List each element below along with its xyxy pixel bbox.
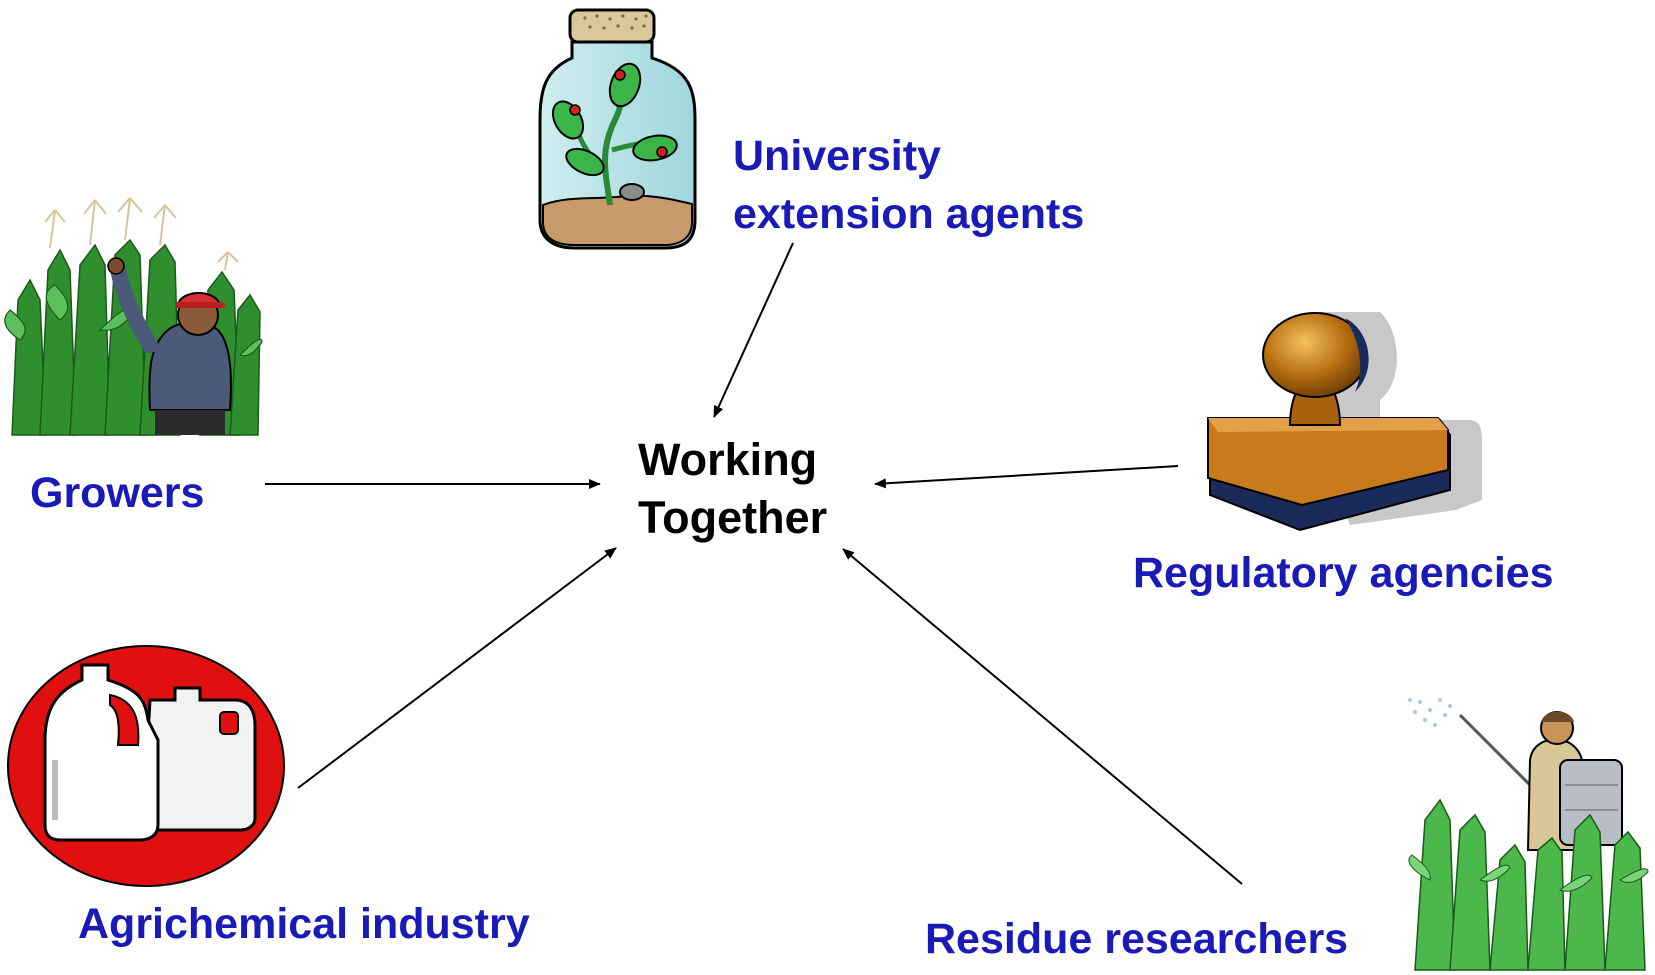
growers-label: Growers <box>30 469 204 517</box>
center-label: Working Together <box>638 434 830 543</box>
rubber-stamp-icon <box>1207 312 1482 532</box>
arrow-residue-to-center <box>842 548 1243 885</box>
sprayer-worker-icon <box>1408 698 1649 971</box>
arrow-university-to-center <box>713 242 794 418</box>
center-label-line2: Together <box>638 492 827 543</box>
arrow-regulatory-to-center <box>874 465 1179 489</box>
university-label-line2: extension agents <box>733 190 1084 238</box>
residue-label: Residue researchers <box>925 915 1348 963</box>
center-label-line1: Working <box>638 434 817 485</box>
university-label-line1: University <box>733 132 941 180</box>
university-label: University extension agents <box>733 132 1084 238</box>
arrows <box>265 242 1243 885</box>
chemical-jugs-icon <box>7 645 285 887</box>
plant-jar-icon <box>538 8 697 250</box>
regulatory-label: Regulatory agencies <box>1133 549 1554 597</box>
arrow-agrichemical-to-center <box>297 547 617 789</box>
agrichemical-label: Agrichemical industry <box>78 900 530 948</box>
farmer-cornfield-icon <box>4 197 263 436</box>
